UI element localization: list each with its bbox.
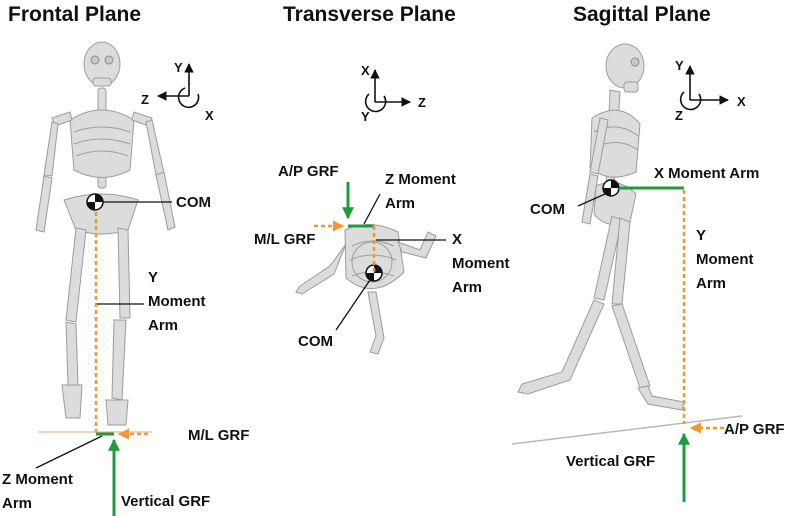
sagittal-axis-y-label: Y: [675, 58, 684, 73]
frontal-y-moment-arm-label-1: Y: [148, 269, 158, 286]
transverse-x-moment-arm-label-2: Moment: [452, 255, 510, 272]
sagittal-x-moment-arm-label: X Moment Arm: [654, 165, 759, 182]
frontal-axis-triad: Y Z X: [141, 60, 214, 123]
sagittal-com-marker: [602, 179, 620, 197]
sagittal-axis-x-label: X: [737, 94, 746, 109]
sagittal-axis-z-label: Z: [675, 108, 683, 123]
transverse-com-leader: [335, 279, 371, 331]
frontal-z-moment-arm-label-1: Z Moment: [2, 471, 73, 488]
frontal-y-moment-arm-label-2: Moment: [148, 293, 206, 310]
sagittal-skeleton: [517, 43, 685, 411]
transverse-ml-grf-label: M/L GRF: [254, 231, 315, 248]
frontal-com-label: COM: [176, 194, 211, 211]
sagittal-plane-title: Sagittal Plane: [573, 3, 711, 26]
sagittal-com-leader: [577, 193, 606, 207]
frontal-skeleton: [35, 41, 176, 426]
transverse-ap-grf-label: A/P GRF: [278, 163, 339, 180]
frontal-axis-y-label: Y: [174, 60, 183, 75]
sagittal-y-moment-arm-label-3: Arm: [696, 275, 726, 292]
transverse-axis-triad: X Z Y: [361, 63, 426, 124]
transverse-axis-z-label: Z: [418, 95, 426, 110]
frontal-y-moment-arm-label-3: Arm: [148, 317, 178, 334]
frontal-z-moment-arm-label-2: Arm: [2, 495, 32, 512]
transverse-axis-y-label: Y: [361, 109, 370, 124]
sagittal-y-moment-arm-label-1: Y: [696, 227, 706, 244]
transverse-z-moment-arm-label-1: Z Moment: [385, 171, 456, 188]
sagittal-ap-grf-label: A/P GRF: [724, 421, 785, 438]
transverse-x-moment-arm-label-1: X: [452, 231, 462, 248]
sagittal-y-moment-arm-label-2: Moment: [696, 251, 754, 268]
transverse-x-moment-arm-label-3: Arm: [452, 279, 482, 296]
transverse-com-marker: [365, 264, 383, 282]
transverse-z-moment-arm-leader: [363, 193, 381, 225]
sagittal-vertical-grf-label: Vertical GRF: [566, 453, 655, 470]
frontal-ml-grf-label: M/L GRF: [188, 427, 249, 444]
frontal-plane-title: Frontal Plane: [8, 3, 141, 26]
frontal-vertical-grf-label: Vertical GRF: [121, 493, 210, 510]
transverse-axis-x-label: X: [361, 63, 370, 78]
sagittal-axis-triad: Y X Z: [675, 58, 746, 123]
frontal-com-marker: [86, 193, 104, 211]
transverse-z-moment-arm-label-2: Arm: [385, 195, 415, 212]
frontal-axis-x-label: X: [205, 108, 214, 123]
transverse-plane-title: Transverse Plane: [283, 3, 456, 26]
transverse-com-label: COM: [298, 333, 333, 350]
sagittal-com-label: COM: [530, 201, 565, 218]
frontal-z-moment-arm-leader: [35, 435, 103, 469]
frontal-axis-z-label: Z: [141, 92, 149, 107]
sagittal-floor-line: [511, 415, 743, 445]
